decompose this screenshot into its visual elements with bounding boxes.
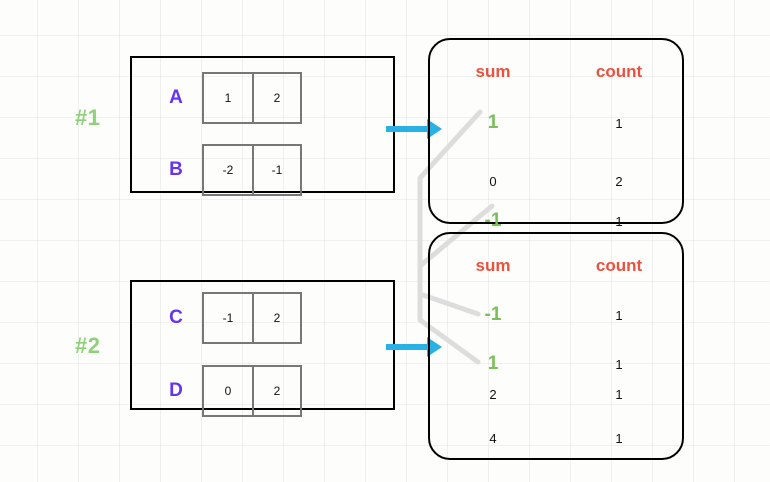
top-row-2-count: 1 [615, 213, 623, 229]
top-row-1-sum: 0 [489, 173, 497, 189]
row-letter-c: C [169, 307, 183, 328]
arrow-group1-to-top-table [386, 119, 442, 139]
bottom-row-2-sum: 2 [489, 386, 497, 402]
top-row-0-count: 1 [615, 115, 623, 131]
bottom-header-count: count [595, 256, 643, 275]
cell-b-1: -1 [252, 146, 300, 194]
top-row-0-sum: 1 [430, 100, 556, 146]
top-row-1-count: 2 [615, 173, 623, 189]
cell-a-0: 1 [224, 91, 232, 105]
bottom-row-0-count: 1 [615, 307, 623, 323]
row-letter-b: B [169, 159, 183, 180]
bottom-row-0-sum-value: -1 [484, 304, 502, 325]
block-row-b: B -2 -1 [150, 144, 302, 196]
row-letter-a: A [169, 87, 183, 108]
bottom-row-1-sum-value: 1 [487, 353, 499, 374]
block-row-c: C -1 2 [150, 292, 302, 344]
bottom-header-sum: sum [475, 256, 511, 275]
value-pair-b: -2 -1 [202, 144, 302, 196]
bottom-row-3-sum: 4 [489, 430, 497, 446]
value-pair-a: 1 2 [202, 72, 302, 124]
cell-a-1: 2 [252, 74, 300, 122]
bottom-row-0-sum: -1 [430, 292, 556, 338]
bottom-table-header: sum count [430, 256, 682, 276]
cell-d-1: 2 [252, 367, 300, 415]
bottom-aggregate-table: sum count -1 1 1 1 2 1 4 1 [428, 232, 684, 460]
top-row-2-sum-value: -1 [484, 210, 502, 231]
top-header-sum: sum [475, 62, 511, 81]
top-header-count: count [595, 62, 643, 81]
bottom-row-3-count: 1 [615, 430, 623, 446]
block-row-d: D 0 2 [150, 365, 302, 417]
value-pair-c: -1 2 [202, 292, 302, 344]
cell-b-0: -2 [222, 163, 234, 177]
table-row: 4 1 [430, 417, 682, 459]
block-row-a: A 1 2 [150, 72, 302, 124]
bottom-row-2-count: 1 [615, 386, 623, 402]
cell-c-1: 2 [252, 294, 300, 342]
top-row-0-sum-value: 1 [487, 112, 499, 133]
bottom-row-1-count: 1 [615, 356, 623, 372]
table-row: -1 1 [430, 292, 682, 338]
table-row: 1 1 [430, 100, 682, 146]
group-block-2: C -1 2 D 0 2 [130, 280, 395, 417]
cell-c-0: -1 [222, 311, 234, 325]
group-block-1: A 1 2 B -2 -1 [130, 56, 395, 196]
group-label-2: #2 [75, 333, 101, 358]
arrow-group2-to-bottom-table [386, 337, 442, 357]
top-table-header: sum count [430, 62, 682, 82]
group-label-1: #1 [75, 105, 101, 130]
table-row: 2 1 [430, 373, 682, 415]
value-pair-d: 0 2 [202, 365, 302, 417]
row-letter-d: D [169, 380, 183, 401]
cell-d-0: 0 [224, 384, 232, 398]
table-row: 0 2 [430, 160, 682, 202]
top-aggregate-table: sum count 1 1 0 2 -1 1 [428, 38, 684, 244]
